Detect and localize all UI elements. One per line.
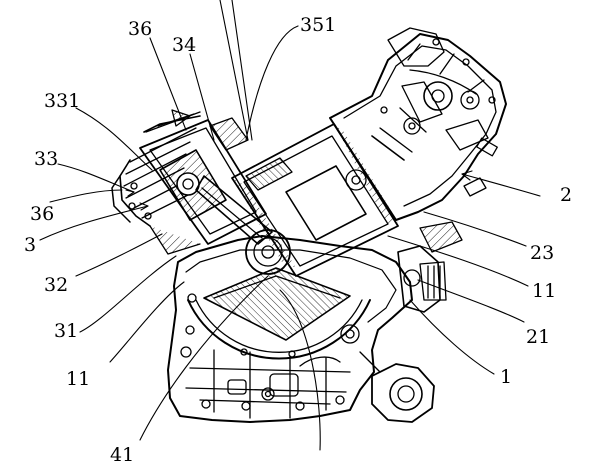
label-331: 331 bbox=[44, 90, 81, 112]
crank-chamber bbox=[187, 229, 371, 360]
label-21: 21 bbox=[526, 326, 551, 348]
label-1: 1 bbox=[500, 366, 513, 388]
intake-component bbox=[397, 221, 463, 313]
label-34: 34 bbox=[172, 34, 197, 56]
leader-lines bbox=[39, 0, 541, 451]
label-32: 32 bbox=[44, 274, 69, 296]
label-36-left: 36 bbox=[30, 203, 55, 225]
label-41: 41 bbox=[110, 444, 135, 466]
crankcase bbox=[167, 235, 413, 423]
label-3: 3 bbox=[24, 234, 37, 256]
front-cylinder-head bbox=[329, 27, 507, 221]
engine-mount bbox=[359, 351, 435, 423]
label-33: 33 bbox=[34, 148, 59, 170]
label-351: 351 bbox=[300, 14, 337, 36]
label-36-top: 36 bbox=[128, 18, 153, 40]
label-31: 31 bbox=[54, 320, 79, 342]
rear-cylinder bbox=[119, 111, 273, 255]
label-11-right: 11 bbox=[532, 280, 557, 302]
label-23: 23 bbox=[530, 242, 555, 264]
label-2: 2 bbox=[560, 184, 573, 206]
label-11-left: 11 bbox=[66, 368, 91, 390]
